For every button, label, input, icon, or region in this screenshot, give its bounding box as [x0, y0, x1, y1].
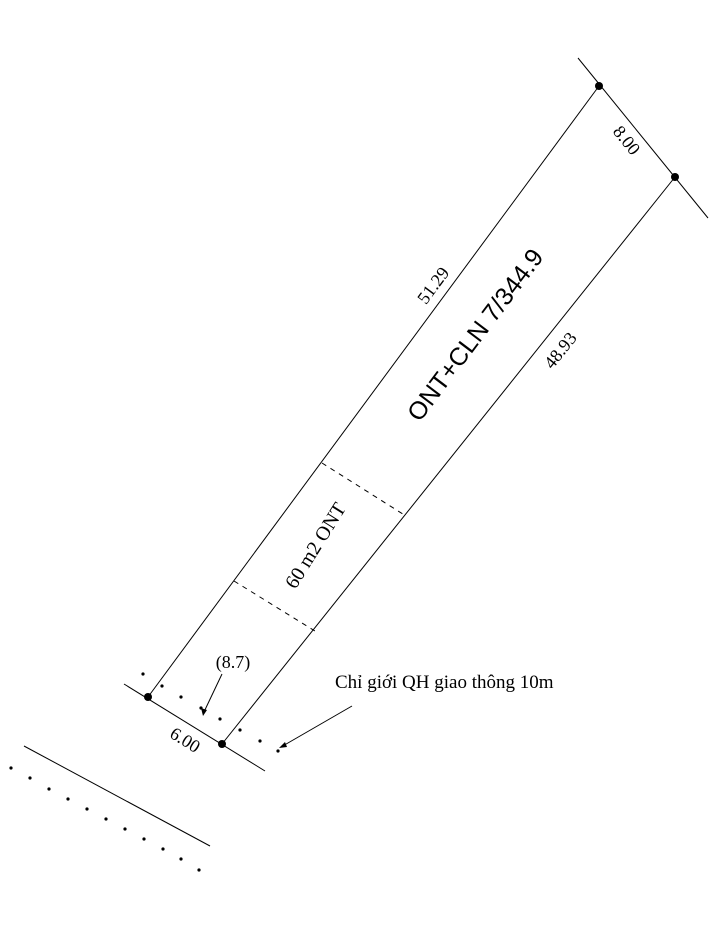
vertex-bottom-left	[144, 693, 152, 701]
road-dotted-line	[9, 766, 201, 872]
vertex-top-right	[671, 173, 679, 181]
annotation-leader-line	[280, 705, 353, 748]
dimension-right-edge: 48.93	[540, 328, 581, 372]
residential-area-upper-boundary	[321, 462, 407, 517]
planning-boundary-annotation: Chỉ giới QH giao thông 10m	[335, 672, 554, 693]
setback-leader-line	[202, 673, 223, 715]
planning-boundary-dotted-line	[141, 672, 280, 753]
setback-arrow-head	[201, 708, 207, 716]
road-edge-line	[23, 745, 211, 847]
residential-area-label: 60 m2 ONT	[281, 499, 351, 593]
dimension-bottom-edge: 6.00	[167, 723, 204, 757]
parcel-right-boundary	[221, 176, 676, 745]
setback-value: (8.7)	[216, 652, 251, 673]
dimension-top-edge: 8.00	[609, 122, 644, 159]
annotation-arrow-head	[279, 742, 287, 748]
parcel-left-boundary	[147, 85, 600, 698]
parcel-land-use-label: ONT+CLN 7/344.9	[402, 244, 549, 427]
residential-area-lower-boundary	[233, 580, 316, 632]
dimension-left-edge: 51.29	[413, 263, 453, 307]
top-boundary-line	[577, 57, 709, 219]
vertex-top-left	[595, 82, 603, 90]
vertex-bottom-right	[218, 740, 226, 748]
